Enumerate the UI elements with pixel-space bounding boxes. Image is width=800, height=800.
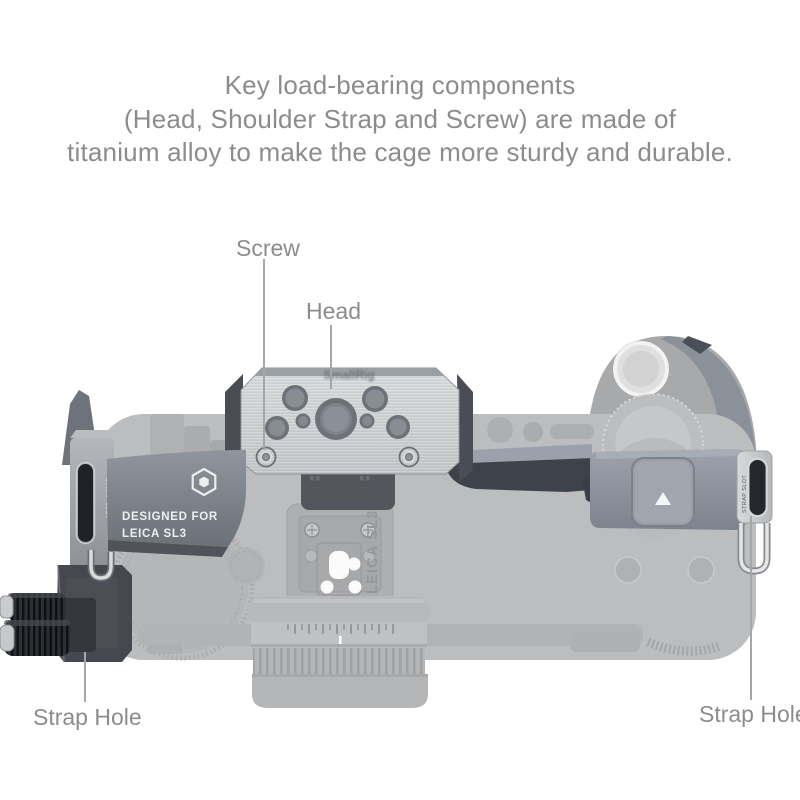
strap-hole-right-callout-label: Strap Hole bbox=[699, 701, 800, 727]
hexagon-logo-icon bbox=[191, 467, 217, 497]
cage-top-bar bbox=[446, 458, 592, 492]
knob-top-cap bbox=[0, 595, 14, 619]
brand-logo-text: SmallRig bbox=[323, 368, 374, 382]
strap-hole-right-leader-line bbox=[750, 516, 752, 700]
rear-button-right bbox=[687, 556, 715, 584]
headline-line-1: Key load-bearing components bbox=[224, 70, 576, 100]
eyepiece-glass bbox=[623, 351, 659, 387]
rear-button-left bbox=[614, 556, 642, 584]
lens-release-ghost bbox=[227, 547, 265, 585]
bottom-port-ghost bbox=[570, 632, 640, 652]
headline-line-2: (Head, Shoulder Strap and Screw) are mad… bbox=[123, 103, 677, 134]
plate-thread-holes bbox=[265, 385, 410, 440]
bottom-right-knurl bbox=[646, 637, 722, 656]
head-leader-line bbox=[330, 325, 332, 389]
strap-hole-loop-left bbox=[87, 550, 115, 582]
left-dial-knurl bbox=[109, 515, 255, 661]
left-dial-ring bbox=[121, 527, 243, 649]
strap-hole-left-callout-label: Strap Hole bbox=[33, 704, 142, 730]
strap-slot-right-plate: STRAP SLOT bbox=[736, 450, 773, 524]
knob-bottom-cap bbox=[0, 624, 15, 652]
strap-hole-loop-right bbox=[737, 523, 771, 575]
headline: Key load-bearing components (Head, Shoul… bbox=[0, 69, 800, 170]
lens-release-ring bbox=[230, 550, 262, 582]
plate-top-bevel bbox=[254, 368, 444, 376]
strap-slot-left-label: STRAP SLOT bbox=[104, 478, 110, 519]
cage-top-bar-face bbox=[452, 444, 592, 464]
center-block-details bbox=[310, 476, 370, 481]
lens-grip-ring bbox=[253, 648, 425, 674]
knob-top bbox=[8, 593, 66, 621]
strap-slot-right-label: STRAP SLOT bbox=[742, 475, 748, 513]
locking-knobs bbox=[0, 593, 96, 656]
screw-leader-line bbox=[263, 259, 265, 450]
focus-scale-ticks bbox=[284, 624, 396, 636]
cage-left-panel: DESIGNED FOR LEICA SL3 bbox=[107, 450, 246, 557]
designed-for-text-1: DESIGNED FOR bbox=[122, 511, 218, 523]
strap-hole-left-leader-line bbox=[84, 652, 86, 702]
cage-corner-notch bbox=[682, 336, 712, 354]
arrow-up-icon bbox=[655, 492, 671, 505]
lens-hood bbox=[252, 674, 428, 708]
headline-line-3: titanium alloy to make the cage more stu… bbox=[67, 137, 733, 167]
camera-cage: SmallRig bbox=[0, 367, 773, 663]
screw-callout-label: Screw bbox=[236, 235, 300, 261]
knob-bottom bbox=[4, 620, 70, 656]
baseplate-foot bbox=[148, 644, 182, 654]
strap-slot-left-plate: STRAP SLOT bbox=[70, 430, 114, 572]
shutter-area-ghosts bbox=[487, 417, 594, 449]
corner-screw-right bbox=[398, 446, 420, 468]
plate-right-flange bbox=[457, 374, 473, 482]
head-callout-label: Head bbox=[306, 298, 361, 324]
designed-for-text-2: LEICA SL3 bbox=[122, 528, 187, 540]
strap-slot-left-opening bbox=[78, 464, 93, 542]
cage-right-panel bbox=[590, 449, 746, 530]
camera-model-text: LEICA SL3 bbox=[365, 510, 381, 594]
head-plate: SmallRig bbox=[240, 367, 460, 475]
strap-slot-right-opening bbox=[749, 460, 766, 515]
focus-index-mark bbox=[339, 636, 342, 646]
corner-screw-left bbox=[255, 446, 277, 468]
lens-barrel bbox=[247, 596, 431, 708]
